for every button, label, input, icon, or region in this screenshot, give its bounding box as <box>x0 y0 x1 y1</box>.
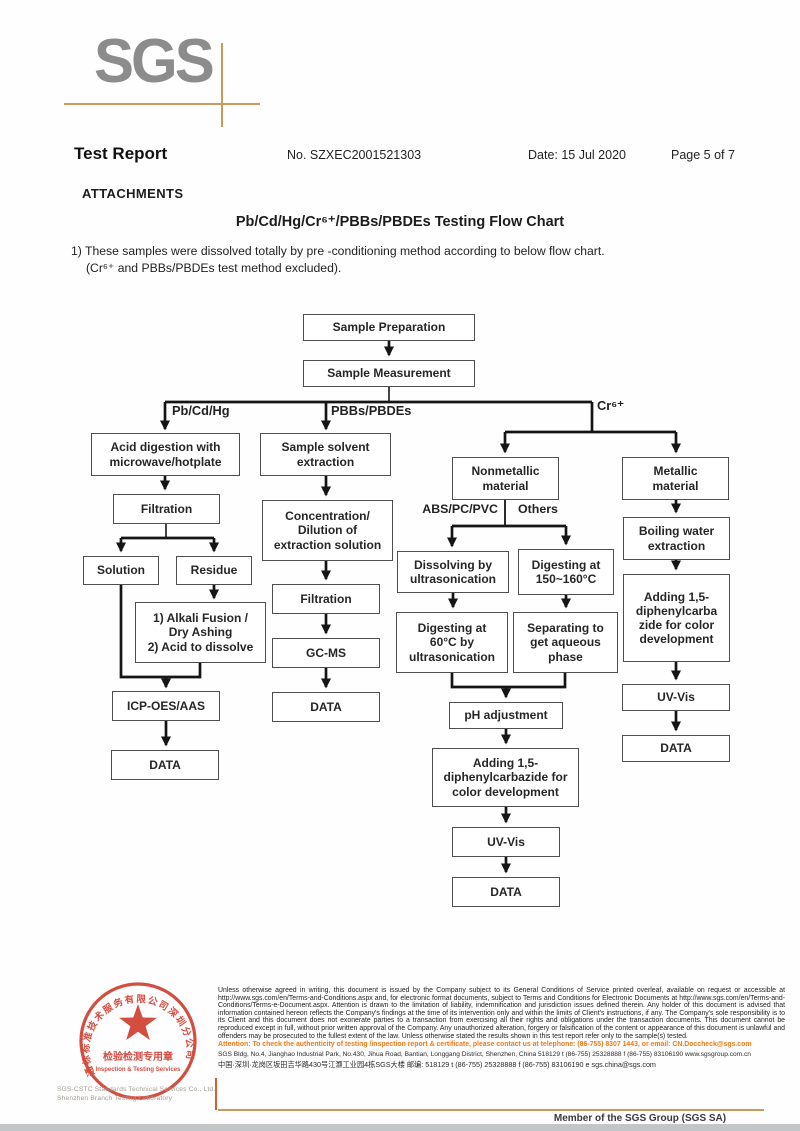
flow-chart-title: Pb/Cd/Hg/Cr⁶⁺/PBBs/PBDEs Testing Flow Ch… <box>235 214 565 230</box>
report-number: No. SZXEC2001521303 <box>287 148 422 162</box>
svg-text:通标标准技术服务有限公司深圳分公司: 通标标准技术服务有限公司深圳分公司 <box>80 993 196 1078</box>
stamp-en-line: Inspection & Testing Services <box>96 1067 182 1073</box>
branch-label-pb-cd-hg: Pb/Cd/Hg <box>172 403 230 418</box>
branch-label-pbbs-pbdes: PBBs/PBDEs <box>331 403 412 418</box>
report-date: Date: 15 Jul 2020 <box>528 148 626 162</box>
attention-text: Attention: To check the authenticity of … <box>218 1041 752 1049</box>
branch-label-cr6: Cr⁶⁺ <box>597 398 624 413</box>
address-english: SGS Bldg, No.4, Jianghao Industrial Park… <box>218 1051 751 1059</box>
logo-vertical-line <box>221 43 223 127</box>
flow-node-ph-adjustment: pH adjustment <box>449 702 563 729</box>
flow-node-data-right: DATA <box>622 735 730 762</box>
flow-node-separating-aqueous: Separating to get aqueous phase <box>513 612 618 673</box>
footer-divider-tick <box>215 1078 217 1110</box>
flow-node-filtration-left: Filtration <box>113 494 220 524</box>
flow-node-sample-preparation: Sample Preparation <box>303 314 475 341</box>
flow-node-alkali-fusion: 1) Alkali Fusion / Dry Ashing 2) Acid to… <box>135 602 266 663</box>
flow-node-boiling-water-extraction: Boiling water extraction <box>623 517 730 560</box>
flow-node-uv-vis-right: UV-Vis <box>622 684 730 711</box>
sgs-logo-text: SGS <box>94 25 215 96</box>
footer: Unless otherwise agreed in writing, this… <box>218 987 785 1070</box>
flow-node-uv-vis-center: UV-Vis <box>452 827 560 857</box>
page-indicator: Page 5 of 7 <box>671 148 735 162</box>
branch-label-abs-pc-pvc: ABS/PC/PVC <box>422 502 498 516</box>
note-line-2: (Cr⁶⁺ and PBBs/PBDEs test method exclude… <box>86 261 342 275</box>
logo-horizontal-line <box>64 103 260 105</box>
flow-node-sample-measurement: Sample Measurement <box>303 360 475 387</box>
stamp-ring-text: 通标标准技术服务有限公司深圳分公司 <box>80 993 194 1078</box>
flow-node-sample-solvent-extraction: Sample solvent extraction <box>260 433 391 476</box>
stamp-company-name: SGS-CSTC Standards Technical Services Co… <box>57 1086 216 1093</box>
flow-node-nonmetallic-material: Nonmetallic material <box>452 457 559 500</box>
stamp-star-icon <box>119 1004 157 1040</box>
flow-node-dissolving-ultrasonication: Dissolving by ultrasonication <box>397 551 509 593</box>
flow-node-data-center: DATA <box>452 877 560 907</box>
flow-node-metallic-material: Metallic material <box>622 457 729 500</box>
stamp-branch-name: Shenzhen Branch Testing Laboratory <box>57 1095 173 1102</box>
flow-node-adding-diphenylcarbazide-right: Adding 1,5- diphenylcarba zide for color… <box>623 574 730 662</box>
flow-node-gc-ms: GC-MS <box>272 638 380 668</box>
flow-node-icp-oes-aas: ICP-OES/AAS <box>112 691 220 721</box>
attachments-heading: ATTACHMENTS <box>82 186 184 201</box>
flow-node-filtration-mid: Filtration <box>272 584 380 614</box>
flow-node-data-mid: DATA <box>272 692 380 722</box>
flow-node-concentration-dilution: Concentration/ Dilution of extraction so… <box>262 500 393 561</box>
legal-text: Unless otherwise agreed in writing, this… <box>218 987 785 1040</box>
stamp-cn-line: 检验检测专用章 <box>103 1050 173 1063</box>
member-of-sgs-group: Member of the SGS Group (SGS SA) <box>553 1113 727 1124</box>
branch-label-others: Others <box>518 502 558 516</box>
note-line-1: 1) These samples were dissolved totally … <box>71 244 605 258</box>
flow-node-digesting-150-160: Digesting at 150~160°C <box>518 549 614 595</box>
address-chinese: 中国·深圳·龙岗区坂田吉华路430号江灏工业园4栋SGS大楼 邮编: 51812… <box>218 1060 656 1070</box>
flow-node-residue: Residue <box>176 556 252 585</box>
flow-node-data-left: DATA <box>111 750 219 780</box>
member-rule-line <box>218 1109 764 1111</box>
flow-node-digesting-60: Digesting at 60°C by ultrasonication <box>396 612 508 673</box>
flow-node-acid-digestion: Acid digestion with microwave/hotplate <box>91 433 240 476</box>
report-title: Test Report <box>74 144 168 163</box>
page-bottom-bar <box>0 1124 800 1131</box>
flow-node-solution: Solution <box>83 556 159 585</box>
flow-node-adding-diphenylcarbazide-center: Adding 1,5- diphenylcarbazide for color … <box>432 748 579 807</box>
